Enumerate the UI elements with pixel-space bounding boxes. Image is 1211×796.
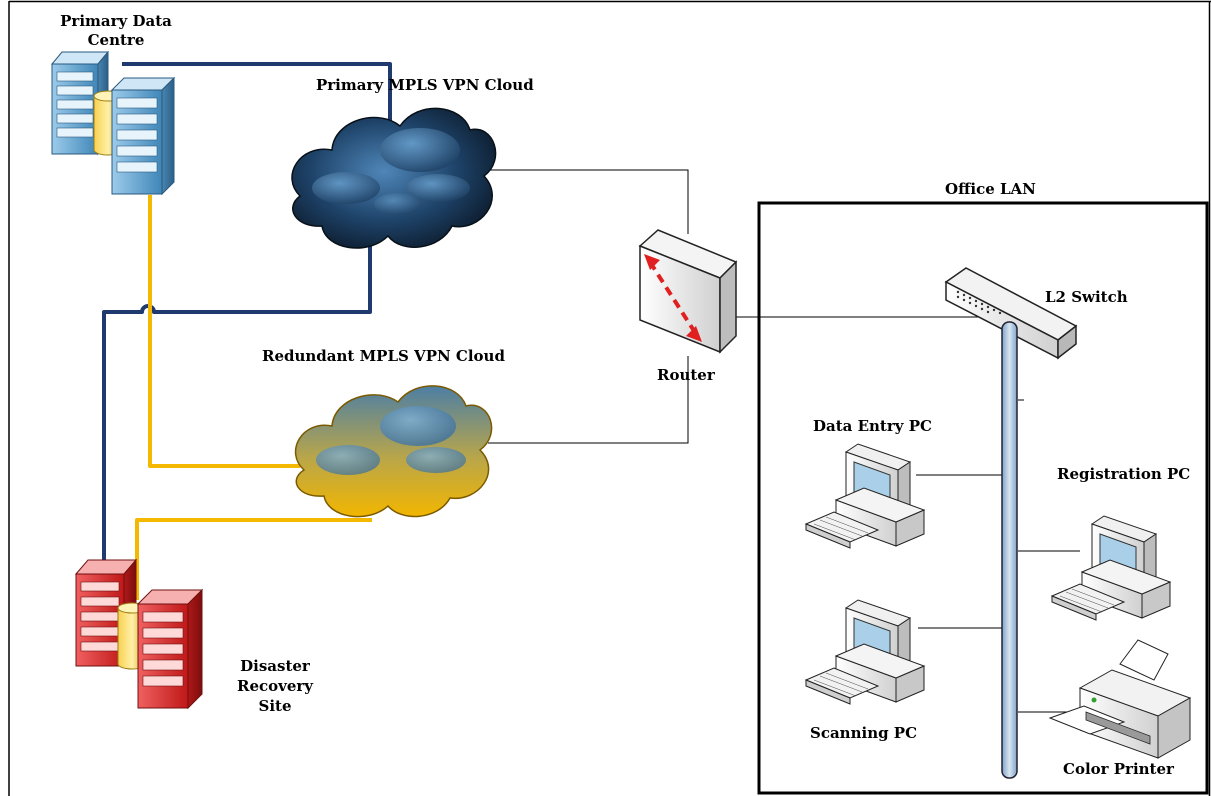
data-entry-pc-icon bbox=[804, 443, 926, 549]
link-redundant-cloud-to-dr-site bbox=[135, 518, 372, 600]
office-lan-label: Office LAN bbox=[945, 180, 1036, 198]
color-printer-label: Color Printer bbox=[1063, 760, 1174, 778]
primary-data-centre-icon bbox=[50, 50, 176, 196]
cable-primary-cloud-router bbox=[488, 169, 689, 234]
scanning-pc-icon bbox=[804, 599, 926, 705]
lan-backbone-bar bbox=[1001, 321, 1018, 779]
redundant-links bbox=[135, 195, 372, 600]
registration-pc-label: Registration PC bbox=[1057, 465, 1191, 483]
scanning-pc-label: Scanning PC bbox=[810, 724, 918, 742]
color-printer-icon bbox=[1048, 639, 1192, 759]
data-entry-pc-label: Data Entry PC bbox=[813, 417, 932, 435]
link-primary-to-dr-site bbox=[102, 304, 160, 560]
link-primary-dc-to-primary-cloud bbox=[122, 62, 392, 128]
primary-cloud-label: Primary MPLS VPN Cloud bbox=[316, 76, 534, 94]
link-primary-dc-to-redundant-cloud bbox=[148, 195, 300, 468]
primary-mpls-cloud-icon bbox=[291, 107, 497, 249]
cable-redundant-cloud-router bbox=[488, 356, 689, 444]
office-lan-box bbox=[757, 201, 1209, 795]
link-primary-cloud-down bbox=[160, 244, 372, 314]
router-icon bbox=[638, 229, 738, 354]
primary-links bbox=[102, 62, 392, 560]
registration-pc-icon bbox=[1050, 515, 1172, 621]
lan-cables bbox=[488, 169, 1080, 713]
l2-switch-icon bbox=[944, 267, 1078, 360]
disaster-recovery-site-label: Disaster Recovery Site bbox=[236, 657, 314, 715]
primary-data-centre-label: Primary Data Centre bbox=[60, 12, 172, 49]
redundant-cloud-label: Redundant MPLS VPN Cloud bbox=[262, 347, 505, 365]
disaster-recovery-site-icon bbox=[74, 558, 204, 710]
redundant-mpls-cloud-icon bbox=[294, 385, 493, 518]
l2-switch-label: L2 Switch bbox=[1045, 288, 1128, 306]
router-label: Router bbox=[657, 366, 715, 384]
